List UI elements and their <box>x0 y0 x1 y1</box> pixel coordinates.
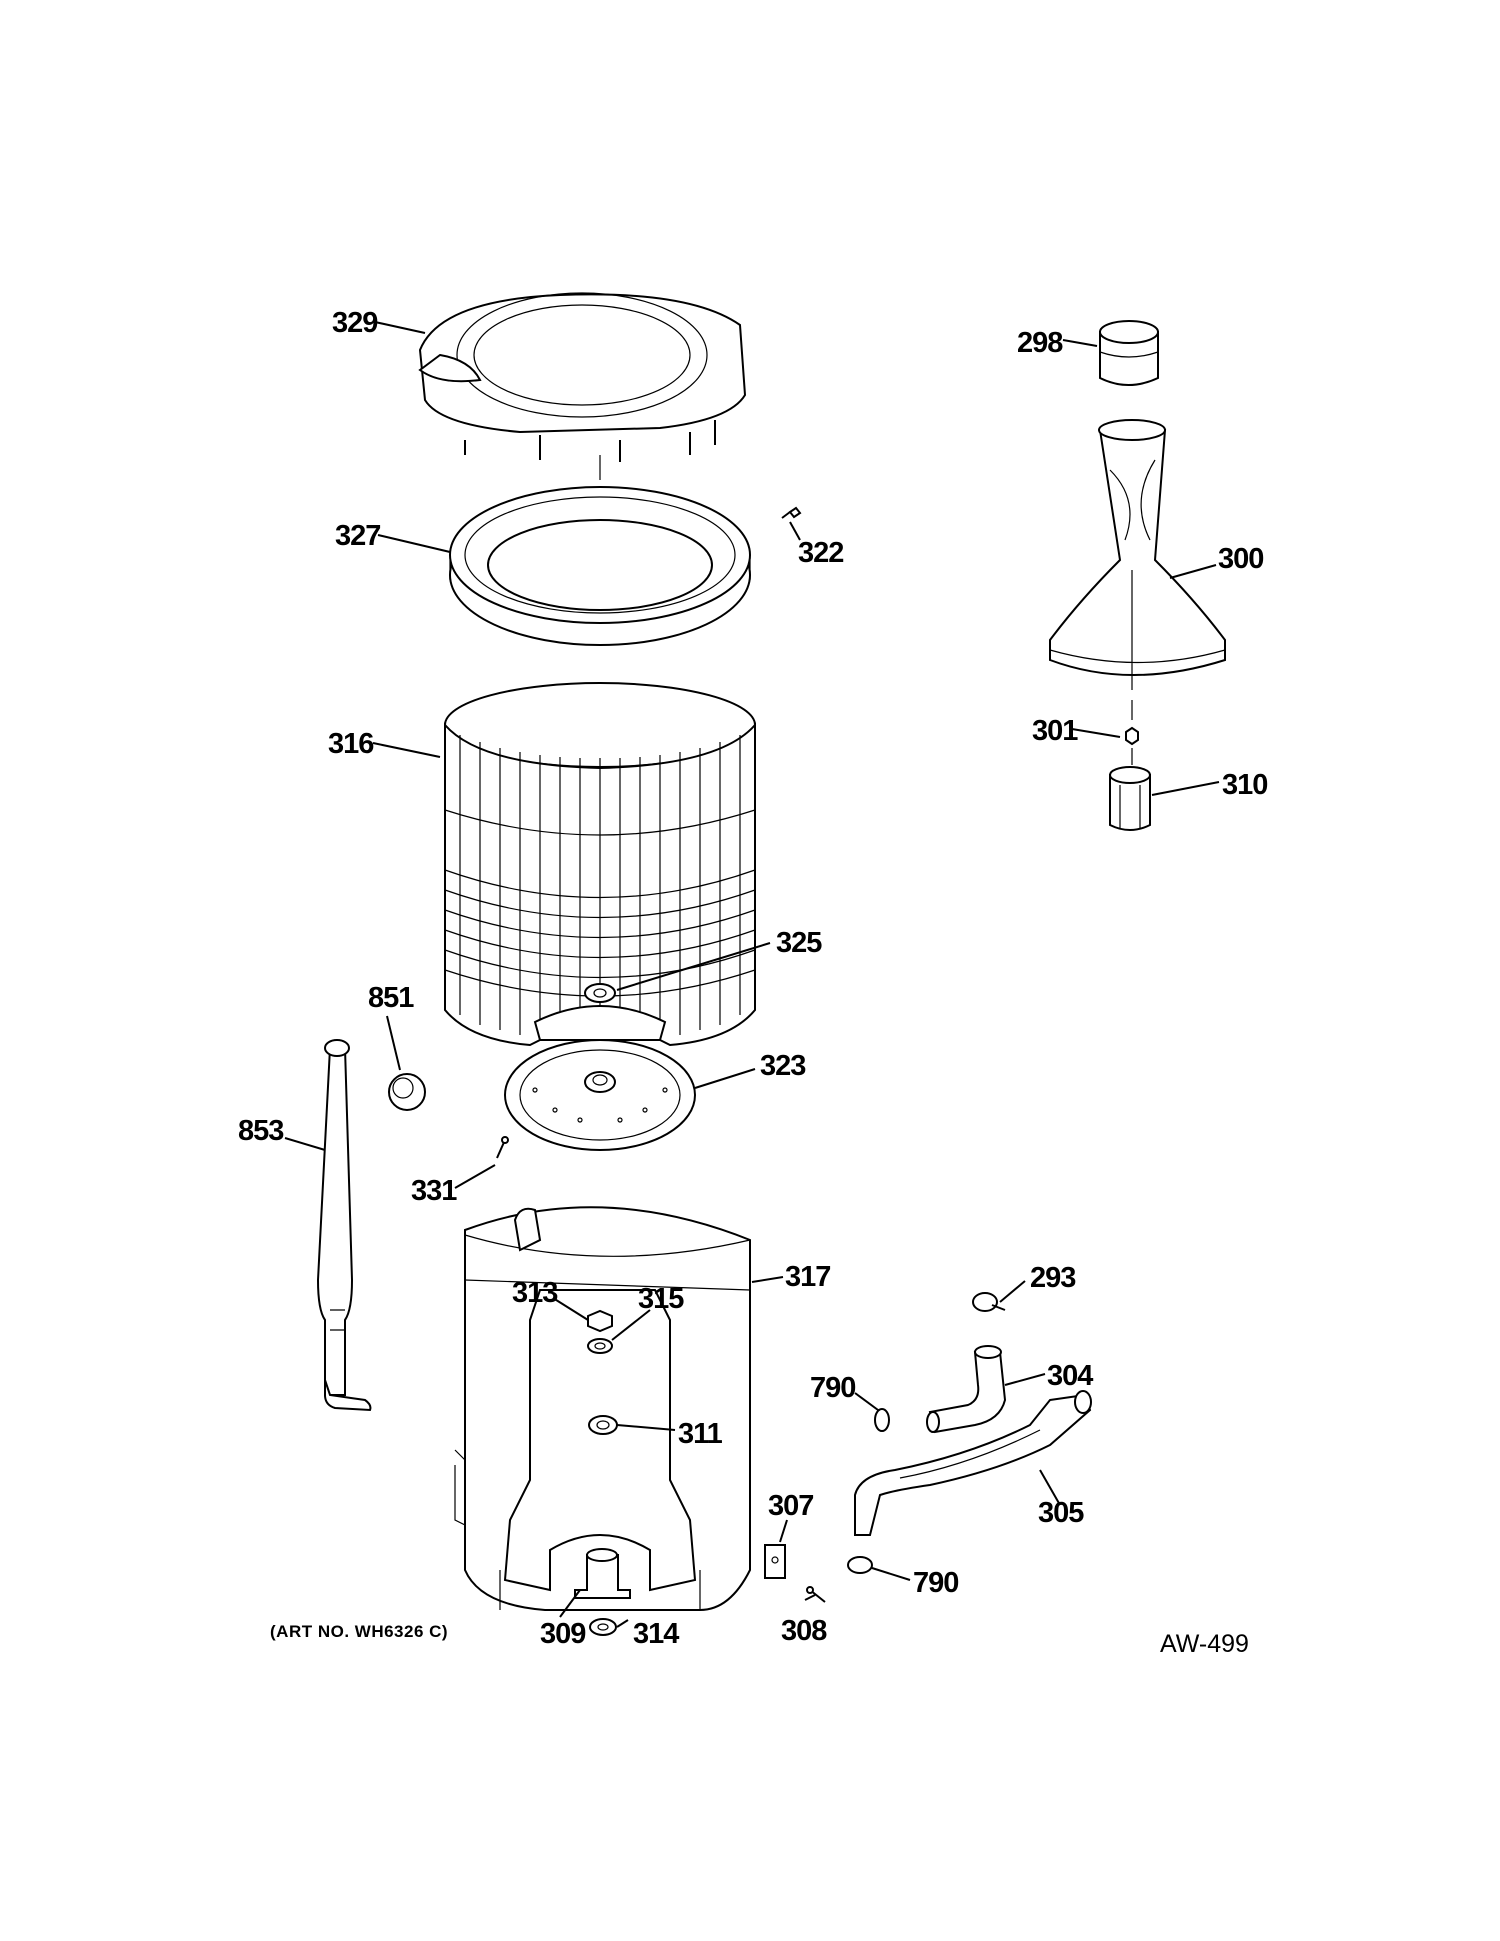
part-329-tub-cover <box>418 292 747 480</box>
part-298-agitator-cap <box>1099 320 1159 386</box>
callout-316: 316 <box>328 728 374 760</box>
part-314-washer <box>589 1618 617 1636</box>
callout-315: 315 <box>638 1283 684 1315</box>
part-300-agitator <box>1049 419 1226 720</box>
part-790-clamp-lower <box>847 1556 873 1574</box>
callout-317: 317 <box>785 1261 830 1293</box>
part-331-screw <box>496 1136 509 1159</box>
callout-790-upper: 790 <box>810 1372 855 1404</box>
part-851-knob <box>388 1073 426 1111</box>
part-327-balance-ring <box>449 486 751 646</box>
callout-304: 304 <box>1047 1360 1093 1392</box>
part-790-clamp-upper <box>874 1408 890 1432</box>
callout-851: 851 <box>368 982 414 1014</box>
callout-309: 309 <box>540 1618 586 1650</box>
art-number: (ART NO. WH6326 C) <box>270 1622 448 1641</box>
part-308-screw <box>806 1586 826 1603</box>
callout-308: 308 <box>781 1615 827 1647</box>
callout-310: 310 <box>1222 769 1267 801</box>
callout-293: 293 <box>1030 1262 1076 1294</box>
part-316-wash-basket <box>444 682 756 1047</box>
callout-329: 329 <box>332 307 378 339</box>
callout-307: 307 <box>768 1490 813 1522</box>
part-309-bearing <box>574 1548 631 1599</box>
part-307-bracket <box>764 1544 786 1579</box>
callout-790-lower: 790 <box>913 1567 958 1599</box>
callout-313: 313 <box>512 1277 558 1309</box>
part-293-hose-clamp <box>972 1292 1006 1312</box>
callout-325: 325 <box>776 927 822 959</box>
callout-327: 327 <box>335 520 380 552</box>
callout-331: 331 <box>411 1175 457 1207</box>
callout-323: 323 <box>760 1050 806 1082</box>
callout-311: 311 <box>678 1418 723 1450</box>
callout-305: 305 <box>1038 1497 1084 1529</box>
part-301-bolt <box>1125 726 1139 765</box>
callout-853: 853 <box>238 1115 284 1147</box>
part-322-screw <box>781 506 802 519</box>
callout-314: 314 <box>633 1618 679 1650</box>
part-310-drive-block <box>1109 766 1151 831</box>
part-315-washer <box>587 1338 613 1354</box>
callout-300: 300 <box>1218 543 1263 575</box>
part-323-hub-plate <box>504 1039 696 1151</box>
part-304-hose <box>926 1345 1007 1434</box>
part-317-outer-tub <box>454 1206 751 1611</box>
part-313-nut <box>587 1309 613 1333</box>
drawing-code: AW-499 <box>1160 1630 1249 1658</box>
callout-labels: 329 298 327 322 300 316 301 310 325 851 … <box>238 307 1268 1650</box>
part-325-nut <box>584 983 616 1003</box>
callout-301: 301 <box>1032 715 1078 747</box>
part-853-suspension-rod <box>316 1039 372 1412</box>
callout-298: 298 <box>1017 327 1063 359</box>
leader-lines <box>284 321 1220 1628</box>
callout-322: 322 <box>798 537 843 569</box>
part-305-drain-hose <box>854 1390 1092 1536</box>
part-311-seal <box>588 1415 618 1435</box>
